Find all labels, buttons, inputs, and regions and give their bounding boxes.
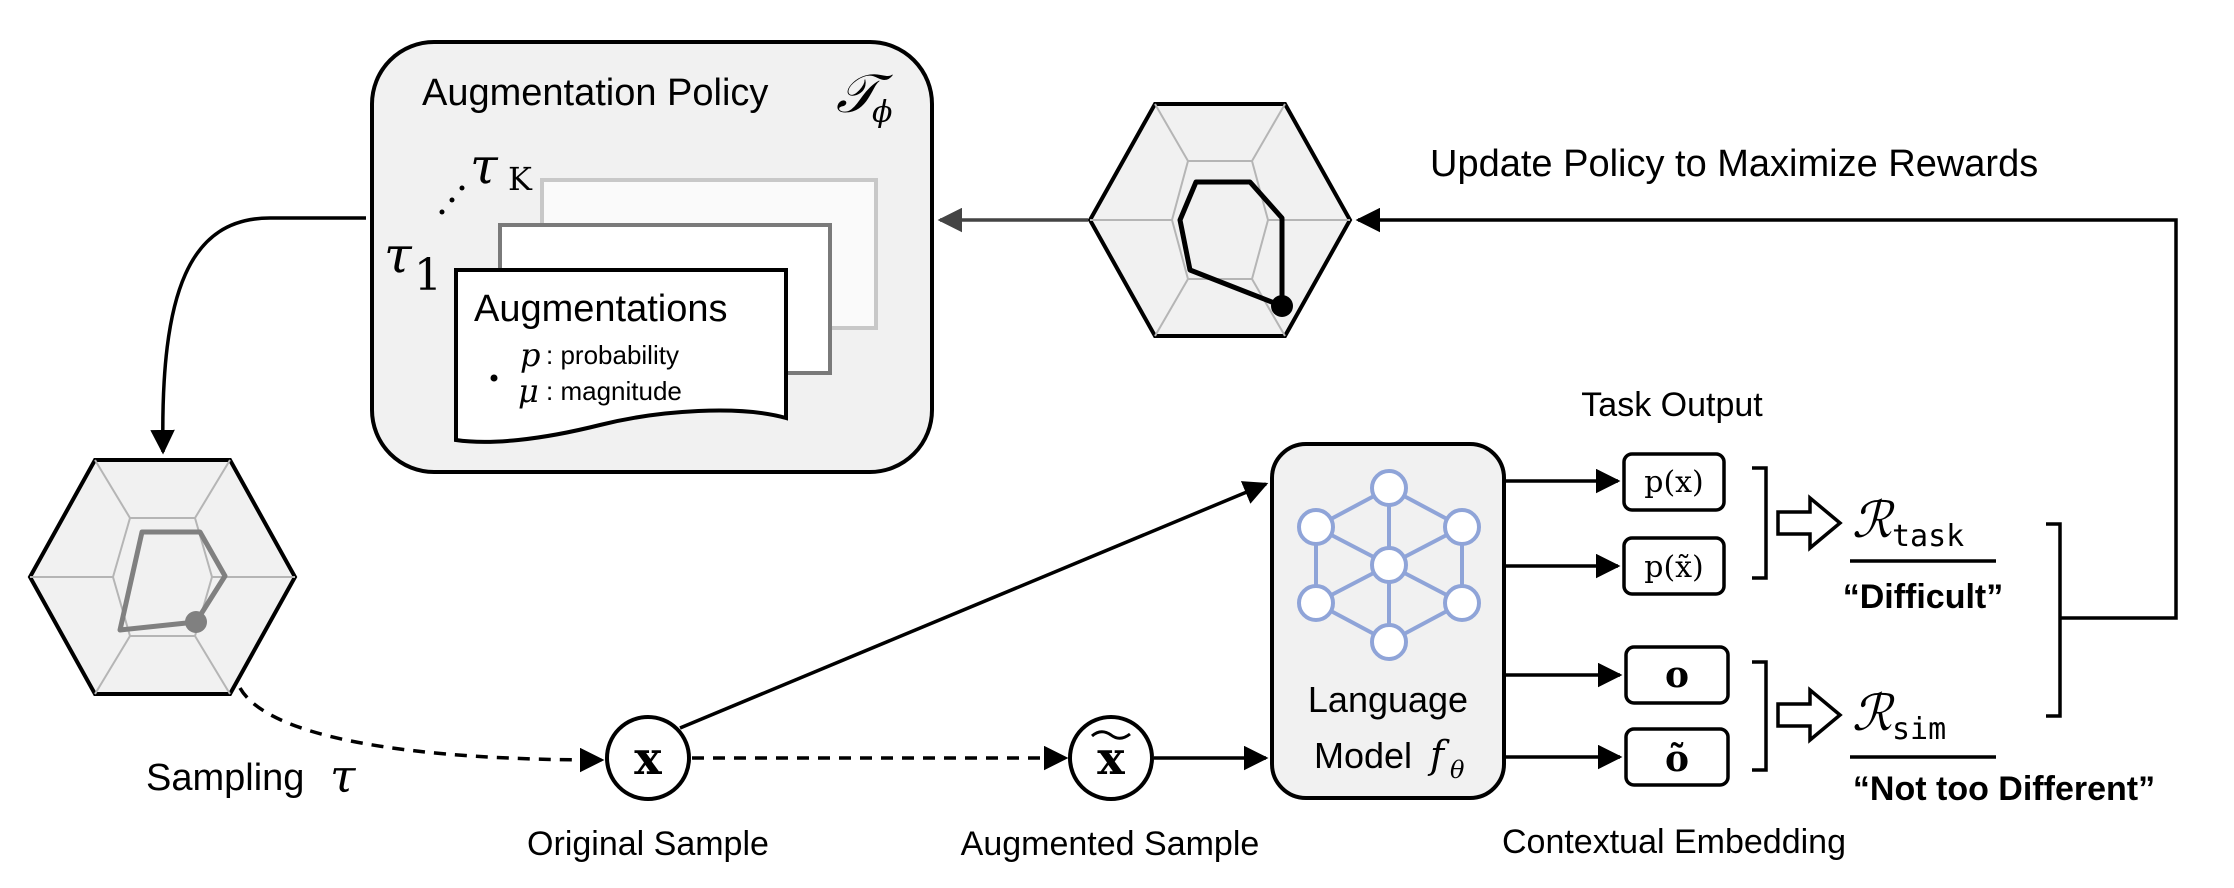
tau-k-symbol: τ — [470, 137, 499, 195]
model-symbol-subscript: θ — [1450, 756, 1465, 784]
network-icon — [1297, 469, 1481, 661]
o-tilde-box — [1624, 727, 1730, 787]
sim-reward: ℛ sim “Not too Different” — [1850, 684, 2155, 808]
update-policy-label: Update Policy to Maximize Rewards — [1430, 143, 2038, 185]
mu-description: : magnitude — [546, 376, 682, 406]
sim-reward-arrow — [1776, 686, 1843, 744]
ellipsis-dot — [439, 209, 445, 215]
arrow-reward-feedback — [1355, 207, 2178, 620]
original-sample-label: Original Sample — [527, 825, 769, 863]
policy-title: Augmentation Policy — [422, 72, 768, 114]
sim-reward-subscript: sim — [1892, 712, 1946, 747]
original-sample-node: x — [605, 715, 691, 801]
task-reward: ℛ task “Difficult” — [1843, 491, 2004, 616]
hollow-arrows — [1776, 494, 1843, 744]
augmented-sample-label: Augmented Sample — [961, 825, 1260, 863]
sim-reward-symbol: ℛ — [1852, 684, 1895, 742]
policy-point — [1271, 295, 1293, 317]
p-symbol: p — [520, 336, 540, 374]
tau-1-symbol: τ — [384, 226, 413, 284]
task-reward-symbol: ℛ — [1852, 491, 1895, 549]
left-hexagon — [27, 458, 298, 696]
augmentation-policy-panel: Augmentation Policy 𝒯 ϕ Augmentations p … — [370, 40, 934, 474]
task-reward-arrow — [1776, 494, 1843, 552]
policy-card-front — [454, 268, 788, 444]
sim-reward-caption: “Not too Different” — [1853, 770, 2155, 808]
p-description: : probability — [546, 340, 679, 370]
arrow-sampling-to-sample — [238, 687, 605, 773]
px-label: p(x) — [1644, 465, 1704, 500]
task-reward-caption: “Difficult” — [1843, 578, 2004, 616]
model-label-line1: Language — [1308, 679, 1468, 720]
x-tilde-symbol: x — [1097, 731, 1125, 785]
tau-k-subscript: K — [508, 160, 533, 198]
top-hexagon — [1087, 102, 1353, 338]
o-label: o — [1665, 654, 1689, 696]
px-tilde-label: p(x̃) — [1644, 550, 1704, 585]
o-tilde-label: õ — [1665, 738, 1689, 780]
sampling-label: Sampling — [146, 757, 304, 799]
tau-1-subscript: 1 — [414, 250, 442, 301]
arrow-policy-to-sampling — [150, 216, 366, 455]
px-tilde-box — [1622, 536, 1726, 596]
task-output-boxes: p(x) p(x̃) — [1622, 452, 1726, 596]
contextual-embedding-label: Contextual Embedding — [1502, 823, 1846, 861]
policy-subscript: ϕ — [872, 95, 892, 130]
ellipsis-dot — [449, 197, 455, 203]
px-box — [1622, 452, 1726, 512]
augmentations-title: Augmentations — [474, 288, 728, 330]
embedding-boxes: o õ — [1624, 645, 1730, 787]
tilde-mark — [1091, 730, 1131, 740]
sampled-point — [185, 611, 207, 633]
o-box — [1624, 645, 1730, 705]
model-label-line2: Model — [1314, 735, 1412, 776]
output-brackets — [1752, 466, 2062, 772]
bullet-dot — [490, 374, 498, 382]
language-model-box: Language Model f θ — [1270, 442, 1506, 800]
sampling-symbol: τ — [330, 749, 357, 803]
task-reward-subscript: task — [1892, 519, 1964, 554]
x-symbol: x — [634, 731, 662, 785]
task-output-label: Task Output — [1581, 386, 1763, 424]
arrow-sample-to-model — [679, 481, 1269, 730]
ellipsis-dot — [459, 185, 465, 191]
connectors — [150, 207, 2178, 773]
sampled-shape — [117, 529, 228, 633]
mu-symbol: μ — [518, 372, 539, 410]
augmented-sample-node: x — [1068, 715, 1154, 801]
